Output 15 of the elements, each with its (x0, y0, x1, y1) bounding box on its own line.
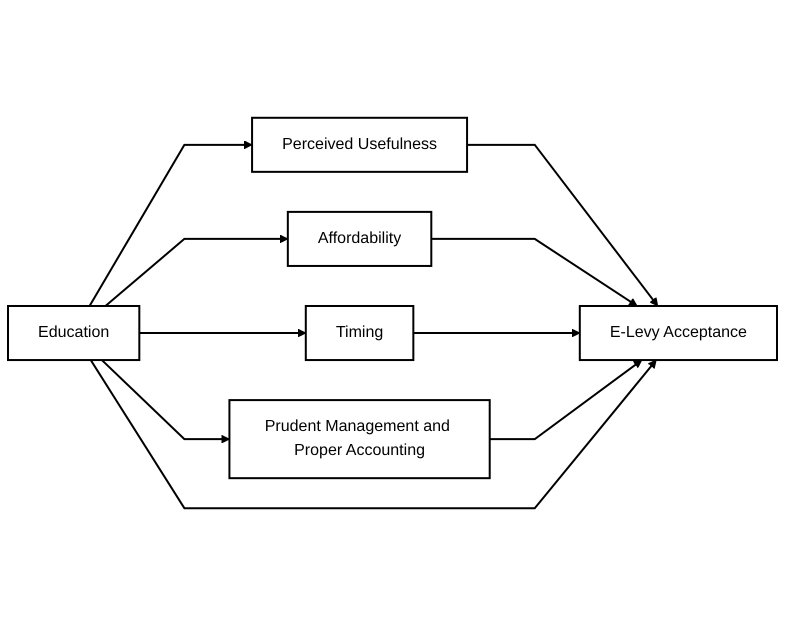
node-box: E-Levy Acceptance (578, 305, 778, 362)
arrow (467, 144, 658, 306)
node-box: Education (7, 305, 140, 362)
arrow (88, 140, 252, 306)
node-box: Timing (304, 305, 414, 362)
arrow (413, 328, 580, 338)
arrow (101, 359, 230, 444)
arrow (104, 234, 288, 307)
node-box: Prudent Management and Proper Accounting (228, 399, 491, 480)
node-box: Perceived Usefulness (251, 116, 468, 173)
arrow (139, 328, 306, 338)
arrow (431, 238, 638, 306)
arrow (90, 360, 657, 510)
node-box: Affordability (286, 210, 432, 267)
arrow (490, 360, 642, 440)
